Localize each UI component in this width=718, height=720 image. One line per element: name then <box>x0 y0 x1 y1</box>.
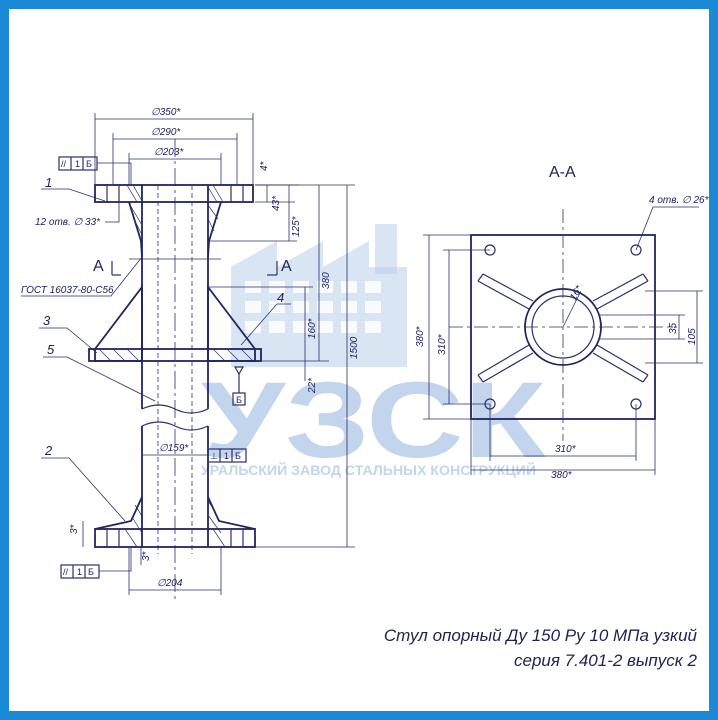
dimension-h160: 160* <box>208 286 318 349</box>
svg-text:380*: 380* <box>415 325 426 347</box>
tolerance-frame-top: // 1 Б <box>58 156 132 185</box>
dimension-s380h: 380* <box>470 419 656 481</box>
svg-text:Б: Б <box>86 159 92 169</box>
part-label-5: 5 <box>47 342 55 357</box>
dimension-h3b: 3* <box>140 547 152 565</box>
part-label-1: 1 <box>45 175 52 190</box>
dimension-h43: 43* <box>255 185 295 211</box>
svg-text:380*: 380* <box>551 470 573 481</box>
dimension-h1500: 1500 <box>255 184 360 548</box>
caption: Стул опорный Ду 150 Ру 10 МПа узкий сери… <box>384 623 697 673</box>
svg-text:1: 1 <box>77 567 82 577</box>
dimension-s380v: 380* <box>415 234 471 420</box>
svg-text:43*: 43* <box>271 195 282 211</box>
svg-text:105: 105 <box>687 328 698 345</box>
svg-text:3*: 3* <box>69 523 80 534</box>
dimension-h125: 125* <box>209 184 302 242</box>
dim-d159: ∅159* <box>159 443 189 454</box>
note-plate-holes: 4 отв. ∅ 26* <box>649 195 709 206</box>
dimension-s310v: 310* <box>437 249 490 405</box>
caption-title: Стул опорный Ду 150 Ру 10 МПа узкий <box>383 626 697 645</box>
watermark-company: УРАЛЬСКИЙ ЗАВОД СТАЛЬНЫХ КОНСТРУКЦИЙ <box>201 461 536 478</box>
dimension-d159: ∅159* <box>142 443 208 456</box>
pipe-outer <box>524 288 602 366</box>
tolerance-frame-perp: ⊥ 1 Б <box>207 448 247 463</box>
svg-text:3*: 3* <box>141 550 152 561</box>
svg-text:380: 380 <box>321 272 332 289</box>
svg-text:⊥: ⊥ <box>210 451 218 461</box>
part-label-2: 2 <box>44 443 53 458</box>
dimension-d204: ∅204 <box>128 547 222 595</box>
svg-text:310*: 310* <box>437 333 448 355</box>
dimension-s35: 35 <box>599 314 685 340</box>
pipe-inner <box>531 295 595 359</box>
svg-text:4*: 4* <box>259 160 270 171</box>
dimension-d350: ∅350* <box>94 107 254 185</box>
note-flange-holes: 12 отв. ∅ 33* <box>35 217 101 228</box>
rib-gussets <box>477 273 649 383</box>
dimension-h22: 22* <box>304 349 318 394</box>
dimension-s310h: 310* <box>489 404 637 461</box>
svg-text:310*: 310* <box>555 444 577 455</box>
svg-text:Б: Б <box>88 567 94 577</box>
dimension-d203: ∅203* <box>128 147 222 185</box>
svg-text:Б: Б <box>235 451 241 461</box>
dimension-d290: ∅290* <box>112 127 238 185</box>
svg-text:22*: 22* <box>307 377 318 394</box>
cut-label-right: А <box>281 258 292 275</box>
caption-series: серия 7.401-2 выпуск 2 <box>514 651 697 670</box>
dim-d350: ∅350* <box>151 107 181 118</box>
svg-text://: // <box>63 567 69 577</box>
section-view: А-А 16* 4 отв. ∅ 26* <box>415 164 709 481</box>
svg-text:1: 1 <box>224 451 229 461</box>
datum-box <box>232 392 246 406</box>
gussets <box>88 284 262 362</box>
svg-text:160*: 160* <box>307 317 318 339</box>
dimension-h380: 380 <box>255 184 332 362</box>
section-label: А-А <box>549 164 576 181</box>
svg-text:35: 35 <box>668 322 679 334</box>
dim-d203: ∅203* <box>154 147 184 158</box>
note-gost: ГОСТ 16037-80-С56 <box>21 285 114 296</box>
dim-d204: ∅204 <box>157 578 183 589</box>
front-view: А А Б <box>21 107 360 599</box>
dimension-h3a: 3* <box>69 521 84 547</box>
watermark-logo: УЗСК УРАЛЬСКИЙ ЗАВОД СТАЛЬНЫХ КОНСТРУКЦИ… <box>201 224 547 480</box>
bottom-flange <box>94 496 256 548</box>
svg-text:125*: 125* <box>291 215 302 237</box>
technical-drawing: УЗСК УРАЛЬСКИЙ ЗАВОД СТАЛЬНЫХ КОНСТРУКЦИ… <box>21 107 709 599</box>
part-label-4: 4 <box>277 290 284 305</box>
svg-text:1500: 1500 <box>349 336 360 359</box>
part-label-3: 3 <box>43 313 51 328</box>
tolerance-frame-bottom: // 1 Б <box>60 547 132 579</box>
svg-text:16*: 16* <box>568 283 586 302</box>
svg-text:1: 1 <box>75 159 80 169</box>
top-flange <box>94 184 254 258</box>
base-plate <box>88 348 262 362</box>
dimension-h4: 4* <box>255 160 273 186</box>
datum-label: Б <box>236 395 242 405</box>
dim-d290: ∅290* <box>151 127 181 138</box>
drawing-sheet: УЗСК УРАЛЬСКИЙ ЗАВОД СТАЛЬНЫХ КОНСТРУКЦИ… <box>9 9 709 711</box>
cut-label-left: А <box>93 258 104 275</box>
svg-text://: // <box>61 159 67 169</box>
dimension-s105: 105 <box>645 290 703 364</box>
